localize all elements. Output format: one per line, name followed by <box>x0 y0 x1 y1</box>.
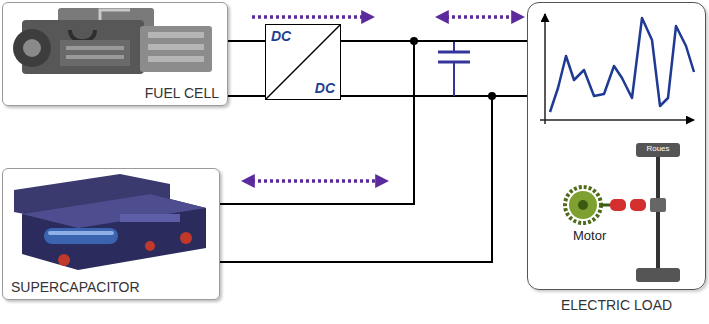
circuit-wires <box>228 95 265 97</box>
capacitor-symbol <box>438 51 470 54</box>
load-profile-chart <box>540 14 694 124</box>
fuel-cell-picture <box>66 46 124 50</box>
node-label: DC <box>315 80 335 96</box>
wire-connector <box>228 40 265 42</box>
circuit-wires <box>220 96 492 262</box>
fuel-cell-picture <box>60 40 130 66</box>
circuit-wires <box>220 96 527 262</box>
fuel-cell-picture <box>70 30 95 41</box>
supercapacitor-picture <box>14 174 206 270</box>
converter-diagonal <box>266 25 340 99</box>
power-flow-arrow <box>252 15 364 19</box>
node-label: SUPERCAPACITOR <box>11 279 140 295</box>
motor-drivetrain-picture <box>636 268 680 282</box>
supercapacitor-picture <box>44 228 118 244</box>
supercapacitor-picture <box>120 214 180 222</box>
motor-drivetrain-picture <box>610 199 626 211</box>
fuel-cell-picture <box>13 29 51 67</box>
fuel-cell-picture <box>23 39 41 57</box>
wheel-label: Roues <box>638 145 678 153</box>
supercapacitor-picture <box>58 254 70 266</box>
fuel-cell-picture <box>148 32 204 38</box>
supercapacitor-picture <box>22 194 206 228</box>
supercapacitor-picture <box>48 231 114 235</box>
motor-drivetrain-picture <box>650 198 666 212</box>
fuel-cell-picture <box>148 44 204 50</box>
capacitor-symbol <box>453 41 455 52</box>
supercapacitor-picture <box>22 194 206 270</box>
load-profile-chart <box>544 14 546 124</box>
node-label: ELECTRIC LOAD <box>561 297 672 313</box>
fuel-cell-picture <box>140 26 212 72</box>
fuel-cell-picture <box>13 8 212 74</box>
motor-label: Motor <box>573 229 606 242</box>
node-label: DC <box>271 28 291 44</box>
power-flow-arrow <box>446 15 514 19</box>
fuel-cell-box: FUEL CELL <box>2 2 228 106</box>
load-profile-chart <box>540 119 694 121</box>
power-flow-arrow <box>252 179 378 183</box>
fuel-cell-picture <box>66 55 124 59</box>
fuel-cell-picture <box>22 20 144 74</box>
motor-drivetrain-picture <box>565 143 680 282</box>
motor-drivetrain-picture <box>630 199 646 211</box>
capacitor-symbol <box>438 41 470 96</box>
motor-drivetrain-picture <box>578 200 588 210</box>
supercapacitor-box: SUPERCAPACITOR <box>2 168 220 300</box>
motor-drivetrain-picture <box>565 187 601 223</box>
motor-drivetrain-picture <box>569 191 597 219</box>
supercapacitor-picture <box>180 232 192 244</box>
supercapacitor-picture <box>145 241 155 251</box>
junction-dot <box>488 92 496 100</box>
fuel-cell-picture <box>148 56 204 62</box>
dc-dc-converter: DC DC <box>265 24 341 100</box>
motor-drivetrain-picture <box>601 204 610 207</box>
node-label: FUEL CELL <box>145 85 219 101</box>
circuit-wires <box>341 95 527 97</box>
motor-drivetrain-picture <box>636 143 680 157</box>
electric-load-box: ELECTRIC LOAD <box>527 2 706 290</box>
motor-drivetrain-picture <box>656 157 660 268</box>
wire-connector <box>220 41 527 204</box>
capacitor-symbol <box>453 62 455 96</box>
fuel-cell-picture <box>100 10 130 20</box>
load-profile-chart <box>550 18 694 112</box>
